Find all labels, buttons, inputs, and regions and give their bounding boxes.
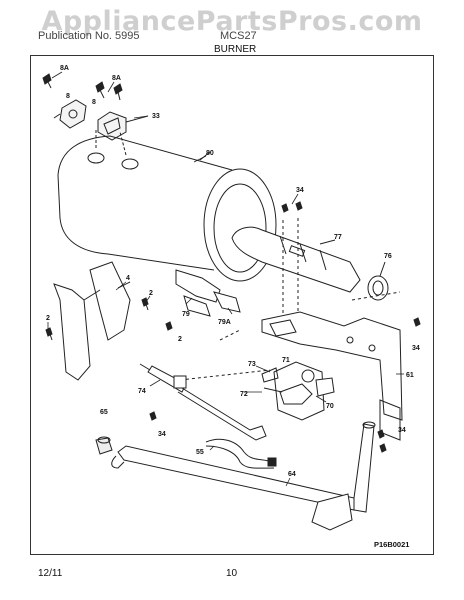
- footer-date: 12/11: [38, 568, 63, 579]
- label-73: 73: [248, 361, 256, 368]
- label-34-low: 34: [398, 427, 406, 434]
- label-74: 74: [138, 388, 146, 395]
- label-55: 55: [196, 449, 204, 456]
- leader-lines: [47, 71, 404, 487]
- manifold-tube-64: [111, 421, 376, 531]
- igniter-74: [139, 363, 267, 441]
- label-4: 4: [126, 275, 130, 282]
- page-number: 10: [226, 568, 238, 579]
- part-76: [367, 261, 389, 301]
- label-65: 65: [100, 409, 108, 416]
- screw-34-right: [413, 317, 421, 327]
- screw-34-mid: [149, 411, 157, 421]
- watermark: AppliancePartsPros.com: [41, 6, 423, 37]
- label-76: 76: [384, 253, 392, 260]
- label-2-a: 2: [46, 315, 50, 322]
- tank-80: [57, 130, 277, 282]
- screw-34-top: [281, 201, 303, 213]
- cap-65: [95, 436, 113, 455]
- assembly-lines: [179, 218, 401, 381]
- label-2-b: 2: [149, 290, 153, 297]
- label-8a-right: 8A: [112, 75, 121, 82]
- label-8-left: 8: [66, 93, 70, 100]
- wire-harness-55: [205, 438, 277, 469]
- screw-8a-left: [42, 73, 52, 89]
- label-72: 72: [240, 391, 248, 398]
- label-79a: 79A: [218, 319, 231, 326]
- gas-valve-70: [261, 361, 335, 421]
- label-33: 33: [152, 113, 160, 120]
- screw-2-b: [141, 297, 149, 311]
- label-77: 77: [334, 234, 342, 241]
- bracket-4: [53, 261, 131, 381]
- figure-reference: P16B0021: [374, 540, 409, 549]
- label-34-mid: 34: [158, 431, 166, 438]
- label-34-right: 34: [412, 345, 420, 352]
- label-8-right: 8: [92, 99, 96, 106]
- label-64: 64: [288, 471, 296, 478]
- label-61: 61: [406, 372, 414, 379]
- label-34-top: 34: [296, 187, 304, 194]
- screw-8a-right: [95, 81, 123, 101]
- thermostat-8: [53, 99, 87, 129]
- screw-2-a: [45, 327, 53, 341]
- model-number: MCS27: [220, 30, 257, 42]
- diagram-frame: [30, 55, 434, 555]
- bracket-79a: [213, 291, 241, 313]
- mounting-plate-61: [261, 311, 403, 441]
- label-71: 71: [282, 357, 290, 364]
- label-8a-left: 8A: [60, 65, 69, 72]
- screw-2-c: [165, 321, 173, 331]
- bracket-79: [175, 269, 221, 317]
- thermostat-33: [97, 111, 149, 141]
- label-80: 80: [206, 150, 214, 157]
- label-70: 70: [326, 403, 334, 410]
- screw-34-low: [377, 429, 387, 453]
- label-2-c: 2: [178, 336, 182, 343]
- label-79: 79: [182, 311, 190, 318]
- publication-number: Publication No. 5995: [38, 30, 140, 42]
- diagram-title: BURNER: [214, 44, 257, 55]
